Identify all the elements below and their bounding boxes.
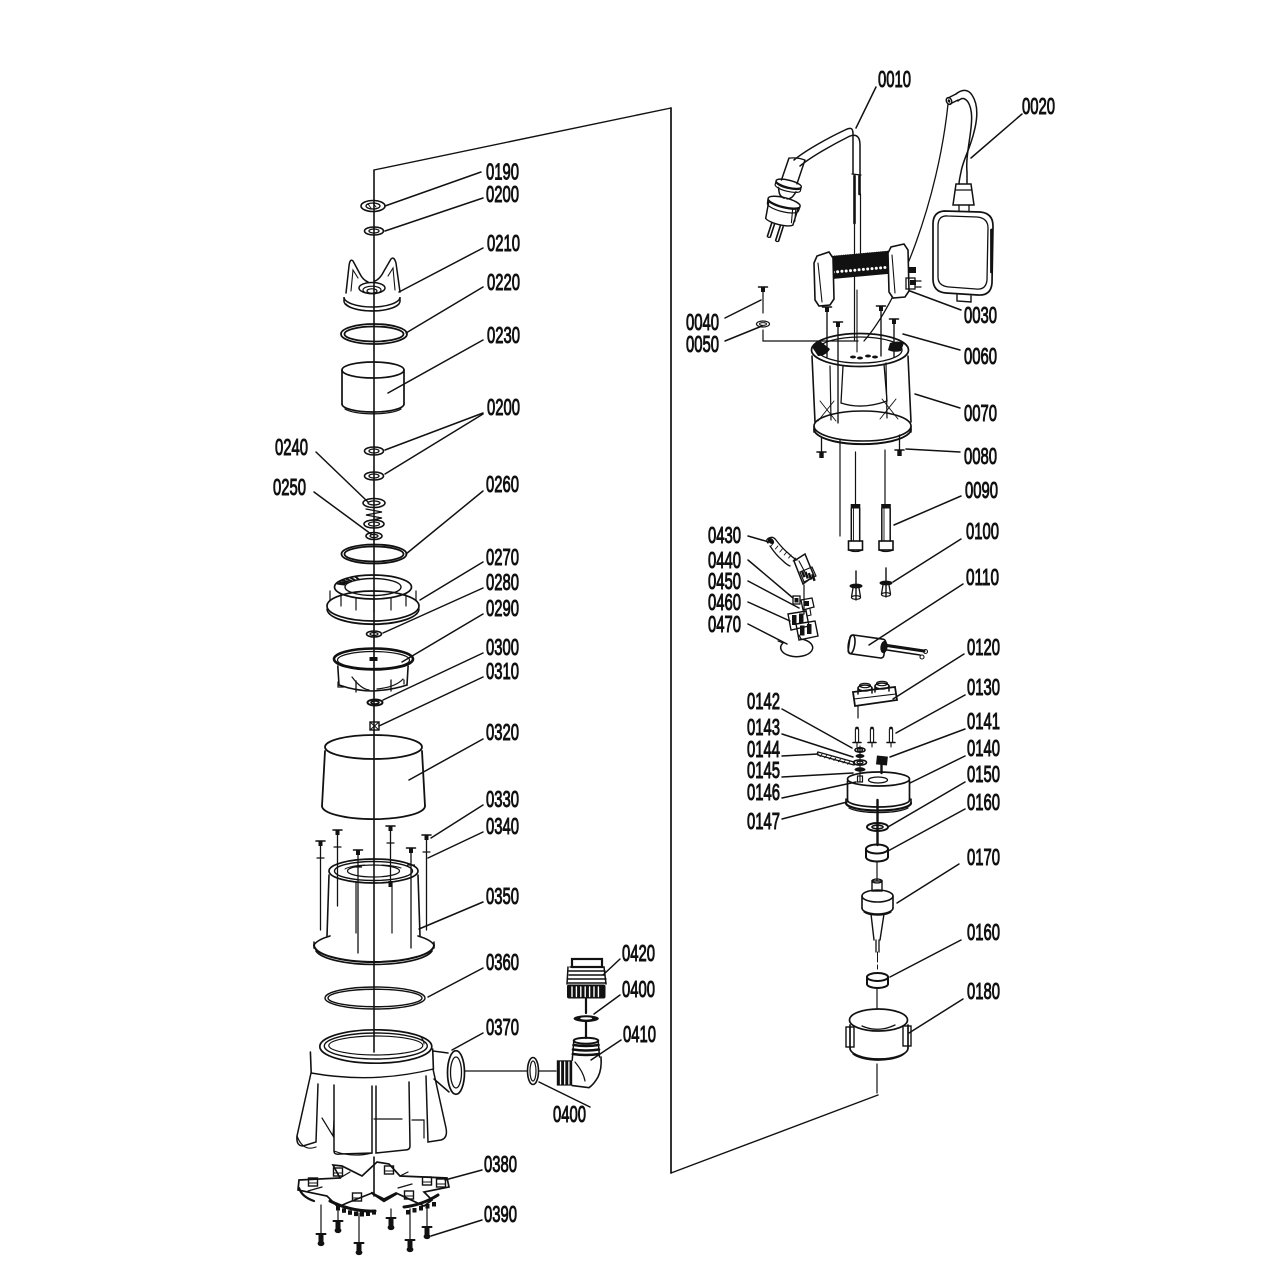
svg-text:0330: 0330 (486, 786, 519, 812)
svg-text:0320: 0320 (486, 719, 519, 745)
svg-text:0141: 0141 (967, 708, 1000, 734)
svg-text:0400: 0400 (553, 1101, 586, 1127)
svg-text:0160: 0160 (967, 919, 1000, 945)
svg-text:0110: 0110 (966, 564, 999, 590)
svg-text:0140: 0140 (967, 735, 1000, 761)
svg-text:0470: 0470 (708, 611, 741, 637)
svg-text:0143: 0143 (747, 714, 780, 740)
svg-text:0030: 0030 (964, 302, 997, 328)
svg-text:0190: 0190 (486, 159, 519, 185)
svg-text:0350: 0350 (486, 883, 519, 909)
svg-text:0340: 0340 (486, 813, 519, 839)
svg-text:0144: 0144 (747, 736, 780, 762)
svg-text:0450: 0450 (708, 568, 741, 594)
svg-text:0130: 0130 (967, 674, 1000, 700)
svg-text:0440: 0440 (708, 547, 741, 573)
svg-text:0147: 0147 (747, 808, 780, 834)
svg-text:0050: 0050 (686, 331, 719, 357)
svg-text:0200: 0200 (486, 181, 519, 207)
svg-text:0390: 0390 (484, 1201, 517, 1227)
svg-text:0240: 0240 (275, 434, 308, 460)
svg-text:0280: 0280 (486, 569, 519, 595)
svg-text:0010: 0010 (878, 66, 911, 92)
svg-text:0460: 0460 (708, 589, 741, 615)
svg-text:0160: 0160 (967, 789, 1000, 815)
svg-text:0145: 0145 (747, 757, 780, 783)
svg-text:0040: 0040 (686, 309, 719, 335)
svg-text:0210: 0210 (487, 230, 520, 256)
svg-text:0020: 0020 (1022, 93, 1055, 119)
svg-text:0120: 0120 (967, 634, 1000, 660)
svg-text:0400: 0400 (622, 976, 655, 1002)
svg-text:0220: 0220 (487, 269, 520, 295)
svg-text:0430: 0430 (708, 522, 741, 548)
svg-text:0290: 0290 (486, 595, 519, 621)
svg-text:0090: 0090 (965, 477, 998, 503)
svg-text:0180: 0180 (967, 978, 1000, 1004)
svg-text:0070: 0070 (964, 400, 997, 426)
svg-text:0420: 0420 (622, 940, 655, 966)
svg-text:0300: 0300 (486, 634, 519, 660)
svg-text:0310: 0310 (486, 658, 519, 684)
svg-text:0250: 0250 (273, 474, 306, 500)
svg-text:0100: 0100 (966, 518, 999, 544)
svg-text:0380: 0380 (484, 1151, 517, 1177)
svg-text:0260: 0260 (486, 471, 519, 497)
svg-text:0370: 0370 (486, 1014, 519, 1040)
svg-text:0146: 0146 (747, 779, 780, 805)
svg-text:0410: 0410 (623, 1021, 656, 1047)
svg-text:0270: 0270 (486, 544, 519, 570)
svg-text:0142: 0142 (747, 688, 780, 714)
svg-text:0200: 0200 (487, 394, 520, 420)
svg-text:0080: 0080 (964, 443, 997, 469)
svg-text:0170: 0170 (967, 844, 1000, 870)
svg-text:0060: 0060 (964, 343, 997, 369)
svg-text:0360: 0360 (486, 949, 519, 975)
svg-text:0150: 0150 (967, 761, 1000, 787)
svg-text:0230: 0230 (487, 322, 520, 348)
